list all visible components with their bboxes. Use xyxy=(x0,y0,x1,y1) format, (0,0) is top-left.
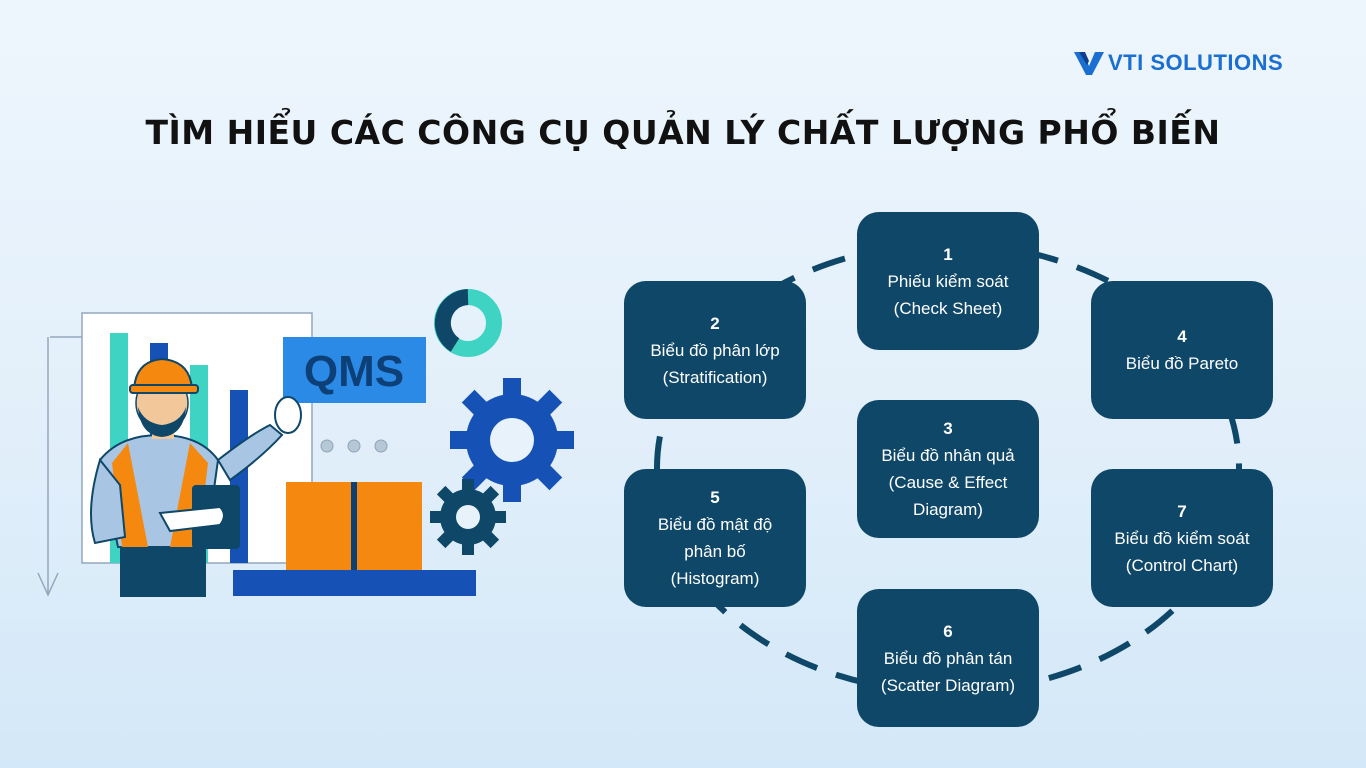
vti-logo-icon xyxy=(1074,52,1104,75)
small-gear-icon xyxy=(430,479,506,555)
page-title: TÌM HIỂU CÁC CÔNG CỤ QUẢN LÝ CHẤT LƯỢNG … xyxy=(145,113,1221,152)
tool-label: (Scatter Diagram) xyxy=(880,675,1016,695)
tool-number: 4 xyxy=(1177,327,1187,346)
tool-label: Biểu đồ Pareto xyxy=(1125,354,1239,373)
platform xyxy=(233,570,476,596)
tool-number: 7 xyxy=(1177,501,1187,521)
qms-worker-illustration: QMS xyxy=(37,289,574,597)
tool-box-2: 2 Biểu đồ phân lớp (Stratification) xyxy=(624,281,806,419)
tool-label: (Stratification) xyxy=(662,367,768,387)
tool-label: (Histogram) xyxy=(670,569,760,588)
tool-label: Biểu đồ kiểm soát xyxy=(1114,528,1250,548)
tool-number: 6 xyxy=(943,621,953,641)
tool-box-4: 4 Biểu đồ Pareto xyxy=(1091,281,1273,419)
qms-screen xyxy=(283,337,426,403)
tool-box-1: 1 Phiếu kiểm soát (Check Sheet) xyxy=(857,212,1039,350)
tool-box-5: 5 Biểu đồ mật độ phân bố (Histogram) xyxy=(624,469,806,607)
tool-label: Biểu đồ nhân quả xyxy=(881,446,1015,465)
tool-box-3: 3 Biểu đồ nhân quả (Cause & Effect Diagr… xyxy=(857,400,1039,538)
tool-number: 5 xyxy=(710,488,720,507)
tool-label: Biểu đồ phân tán xyxy=(883,648,1013,668)
tool-box-7: 7 Biểu đồ kiểm soát (Control Chart) xyxy=(1091,469,1273,607)
brand-logo: VTI SOLUTIONS xyxy=(1074,50,1283,76)
tool-label: phân bố xyxy=(684,542,746,561)
tool-label: (Cause & Effect xyxy=(888,473,1008,492)
tool-number: 3 xyxy=(943,419,953,438)
tool-label: (Control Chart) xyxy=(1125,555,1239,575)
tool-number: 2 xyxy=(710,313,720,333)
tool-number: 1 xyxy=(943,244,953,264)
donut-chart-icon xyxy=(434,289,502,357)
hard-hat-icon xyxy=(132,357,194,390)
qms-label: QMS xyxy=(304,347,404,396)
tool-label: Biểu đồ mật độ xyxy=(657,515,773,534)
tool-label: Diagram) xyxy=(913,500,983,519)
tool-label: Biểu đồ phân lớp xyxy=(650,340,780,360)
brand-name: VTI SOLUTIONS xyxy=(1108,50,1284,75)
worker-figure xyxy=(90,357,302,597)
tool-label: Phiếu kiểm soát xyxy=(887,271,1009,291)
tool-box-6: 6 Biểu đồ phân tán (Scatter Diagram) xyxy=(857,589,1039,727)
tool-label: (Check Sheet) xyxy=(893,298,1003,318)
